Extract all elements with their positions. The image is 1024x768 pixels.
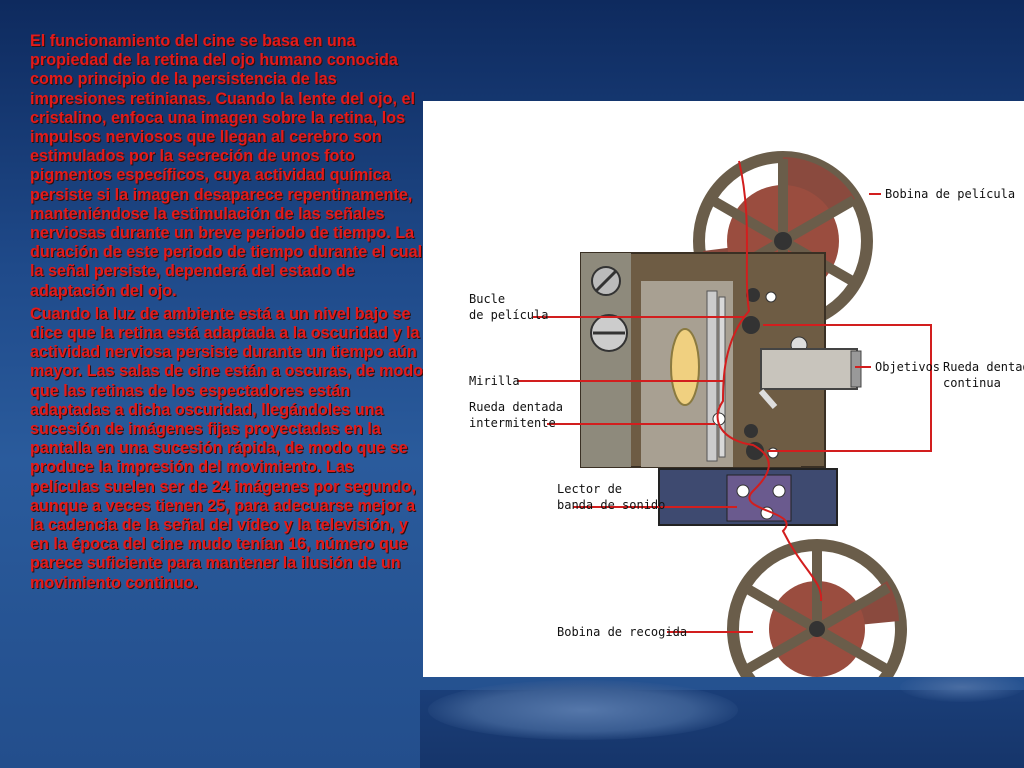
bottom-reel [727, 539, 907, 677]
label-sound-reader-2: banda de sonido [557, 498, 665, 512]
label-peephole: Mirilla [469, 374, 520, 388]
film-path [716, 160, 823, 602]
label-film-loop-1: Bucle [469, 292, 505, 306]
body-text: El funcionamiento del cine se basa en un… [30, 32, 424, 597]
background-ellipse [428, 680, 738, 740]
label-takeup-reel: Bobina de recogida [557, 625, 687, 639]
paragraph-2: Cuando la luz de ambiente está a un nive… [30, 304, 424, 592]
label-film-reel: Bobina de película [885, 187, 1015, 201]
label-sound-reader-1: Lector de [557, 482, 622, 496]
label-intermittent-sprocket-2: intermitente [469, 416, 556, 430]
label-continuous-sprocket-2: continua [943, 376, 1001, 390]
sound-reader-box [658, 468, 838, 526]
paragraph-1: El funcionamiento del cine se basa en un… [30, 32, 423, 300]
label-intermittent-sprocket-1: Rueda dentada [469, 400, 563, 414]
label-lenses: Objetivos [875, 360, 940, 374]
label-film-loop-2: de película [469, 308, 548, 322]
projector-diagram: Bobina de película Bucle de película Obj… [423, 101, 1024, 677]
label-continuous-sprocket-1: Rueda dentada [943, 360, 1024, 374]
leader-lines [517, 193, 932, 633]
projector-body [580, 252, 862, 468]
background-bar [420, 690, 1024, 768]
